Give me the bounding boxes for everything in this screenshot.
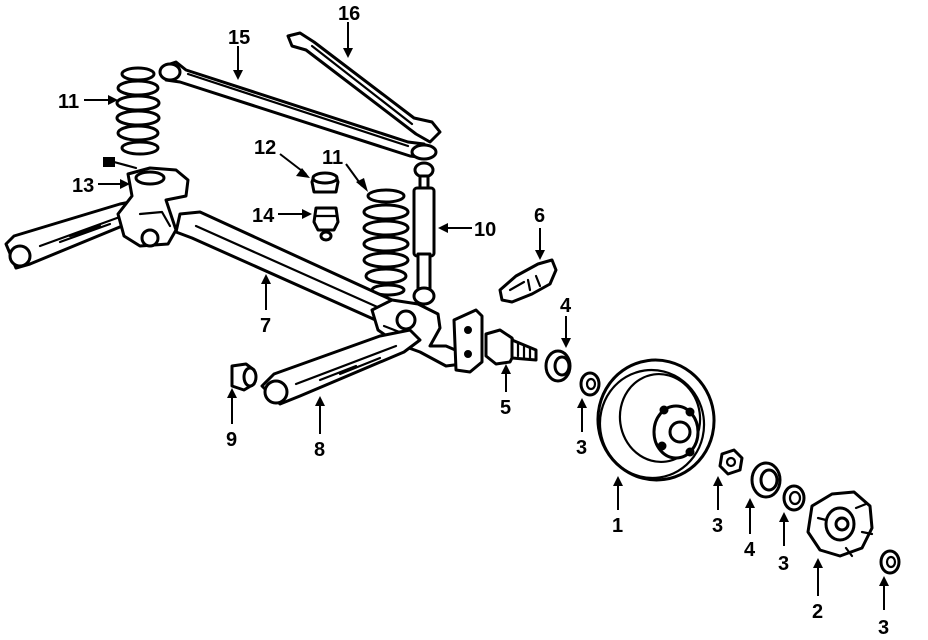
callout-6: 6 (534, 205, 545, 227)
callout-9: 9 (226, 429, 237, 451)
callout-11-left: 11 (58, 91, 79, 113)
part-3-bearing-inner (579, 371, 601, 397)
axle-assembly (4, 166, 464, 368)
part-1-brake-drum (596, 358, 716, 482)
callout-4-inner: 4 (560, 295, 572, 317)
part-11-coil-spring-right (362, 188, 410, 297)
part-10-shock-absorber (412, 161, 436, 306)
part-3-nut (718, 448, 744, 476)
callout-8: 8 (314, 439, 325, 461)
callout-3-cap: 3 (878, 617, 889, 639)
callout-3-nut: 3 (712, 515, 723, 537)
callout-3-bearing-outer: 3 (778, 553, 789, 575)
callout-13: 13 (72, 175, 94, 197)
callout-10: 10 (474, 219, 496, 241)
callout-14: 14 (252, 205, 275, 227)
callout-1: 1 (612, 515, 623, 537)
part-2-hub (806, 490, 874, 558)
callout-15: 15 (228, 27, 250, 49)
callout-5: 5 (500, 397, 511, 419)
part-8-trailing-arm (260, 328, 422, 406)
callout-11-right: 11 (322, 147, 343, 169)
part-16-track-bar (286, 31, 442, 144)
axle-mount-plate (452, 308, 484, 374)
part-6-brake-plate (498, 258, 558, 304)
part-3-cap (879, 549, 901, 575)
part-5-spindle (484, 328, 538, 366)
part-12-spring-insulator (310, 171, 340, 194)
leader-lines (84, 22, 889, 610)
callout-2: 2 (812, 601, 823, 623)
part-4-seal-outer (750, 461, 782, 499)
callout-12: 12 (254, 137, 276, 159)
callout-16: 16 (338, 3, 360, 25)
part-15-lateral-rod (158, 60, 438, 161)
callouts: 16 15 11 12 11 13 14 10 6 7 4 5 9 8 3 1 … (58, 3, 889, 639)
part-3-bearing-outer (782, 484, 806, 512)
part-13-bolt (103, 157, 138, 170)
part-14-jounce-bumper (312, 206, 340, 242)
callout-3-inner: 3 (576, 437, 587, 459)
callout-4-outer: 4 (744, 539, 756, 561)
part-4-seal-inner (544, 349, 572, 383)
callout-7: 7 (260, 315, 271, 337)
part-11-coil-spring-left (115, 66, 161, 156)
part-9-bushing (230, 362, 258, 392)
